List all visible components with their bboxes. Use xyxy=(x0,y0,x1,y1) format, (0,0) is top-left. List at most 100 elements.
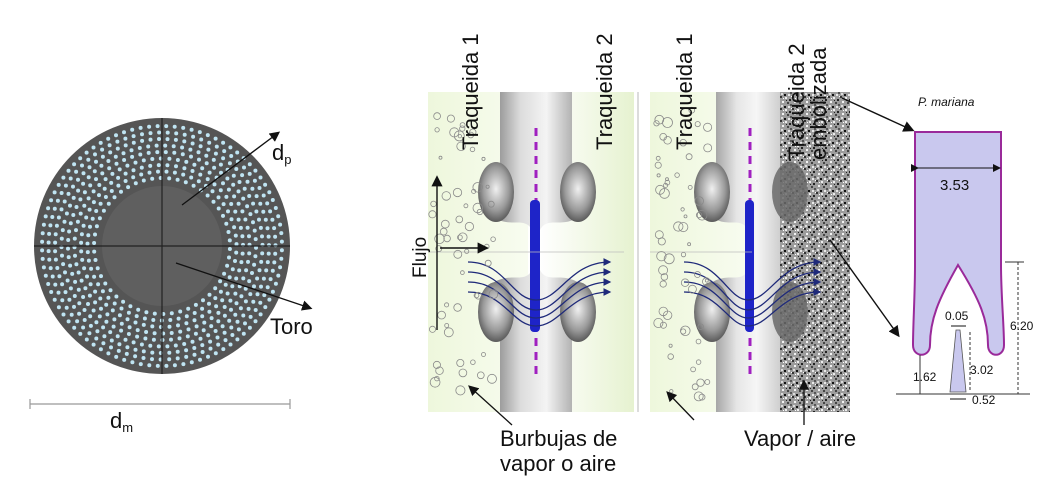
margo-pore xyxy=(150,176,155,181)
margo-pore xyxy=(77,301,82,306)
margo-pore xyxy=(100,171,105,176)
margo-pore xyxy=(146,144,151,149)
margo-pore xyxy=(261,276,266,281)
panel-open-pit: Flujo Traqueida 1 Traqueida 2 Burbujas d… xyxy=(410,33,634,476)
margo-pore xyxy=(98,347,103,352)
margo-pore xyxy=(229,217,234,222)
margo-pore xyxy=(78,331,83,336)
margo-pore xyxy=(262,293,267,298)
margo-pore xyxy=(141,178,146,183)
margo-pore xyxy=(87,293,92,298)
margo-pore xyxy=(61,175,66,180)
margo-pore xyxy=(122,130,126,135)
margo-pore xyxy=(261,193,266,198)
width-dim-label: 3.53 xyxy=(940,177,969,194)
aperture-cone xyxy=(949,329,967,393)
margo-pore xyxy=(237,268,242,273)
margo-pore xyxy=(49,198,54,203)
margo-pore xyxy=(82,266,87,271)
margo-pore xyxy=(128,304,133,309)
margo-pore xyxy=(213,329,218,333)
margo-pore xyxy=(48,266,53,271)
margo-pore xyxy=(177,336,182,341)
torus-blue xyxy=(530,200,540,332)
bubble xyxy=(474,291,483,300)
margo-pore xyxy=(167,350,172,355)
margo-pore xyxy=(108,150,113,155)
margo-pore xyxy=(157,130,162,135)
margo-pore xyxy=(142,316,147,321)
base-dim-label: 0.52 xyxy=(972,393,996,407)
margo-pore xyxy=(119,306,124,311)
margo-pore xyxy=(279,248,284,253)
margo-pore xyxy=(66,246,70,251)
margo-pore xyxy=(246,259,250,264)
margo-pore xyxy=(93,300,98,305)
margo-pore xyxy=(163,143,168,148)
margo-pore xyxy=(227,255,231,260)
margo-pore xyxy=(70,271,75,276)
bubble xyxy=(680,207,685,212)
margo-pore xyxy=(59,191,64,195)
margo-pore xyxy=(257,217,261,222)
margo-pore xyxy=(229,307,233,312)
bubble xyxy=(439,227,448,236)
margo-pore xyxy=(50,215,55,219)
bubble xyxy=(463,203,469,209)
margo-pore xyxy=(270,289,275,294)
margo-pore xyxy=(157,137,161,141)
bubble xyxy=(435,366,444,375)
margo-pore xyxy=(76,270,81,275)
margo-pore xyxy=(263,217,268,222)
margo-pore xyxy=(91,342,96,347)
margo-pore xyxy=(253,308,258,312)
margo-pore xyxy=(126,310,131,315)
margo-pore xyxy=(84,337,89,342)
margo-pore xyxy=(93,289,98,294)
bubble xyxy=(678,222,689,233)
margo-pore xyxy=(207,140,212,145)
bubble xyxy=(703,143,713,153)
margo-pore xyxy=(87,331,92,336)
margo-pore xyxy=(229,202,234,206)
margo-pore xyxy=(87,165,92,170)
margo-pore xyxy=(221,140,226,145)
margo-pore xyxy=(228,145,233,150)
bubble xyxy=(452,187,463,198)
margo-pore xyxy=(172,170,177,175)
margo-pore xyxy=(88,183,93,188)
margo-pore xyxy=(67,297,72,302)
margo-pore xyxy=(63,270,67,275)
margo-pore xyxy=(268,277,273,282)
margo-pore xyxy=(130,127,135,132)
margo-pore xyxy=(260,251,265,256)
margo-pore xyxy=(53,249,58,254)
margo-pore xyxy=(65,278,70,283)
margo-pore xyxy=(66,168,71,173)
bubbles-label-line2: vapor o aire xyxy=(500,451,616,476)
margo-pore xyxy=(178,329,183,334)
margo-pore xyxy=(74,205,79,209)
margo-pore xyxy=(123,179,128,183)
margo-pore xyxy=(133,354,138,359)
margo-pore xyxy=(92,249,97,254)
margo-pore xyxy=(125,163,130,168)
margo-pore xyxy=(83,286,88,291)
bubble xyxy=(456,141,466,152)
bubble xyxy=(473,292,480,299)
margo-pore xyxy=(258,300,263,305)
bubble xyxy=(694,121,701,128)
margo-pore xyxy=(86,258,91,263)
margo-pore xyxy=(167,156,172,161)
margo-pore xyxy=(238,306,243,311)
margo-pore xyxy=(138,362,143,367)
margo-pore xyxy=(49,290,54,294)
margo-pore xyxy=(93,152,97,157)
margo-pore xyxy=(218,279,223,284)
margo-pore xyxy=(220,324,225,329)
bubble xyxy=(663,182,669,188)
margo-pore xyxy=(196,150,201,155)
margo-pore xyxy=(59,236,64,241)
margo-pore xyxy=(192,311,197,315)
margo-pore xyxy=(206,354,210,359)
